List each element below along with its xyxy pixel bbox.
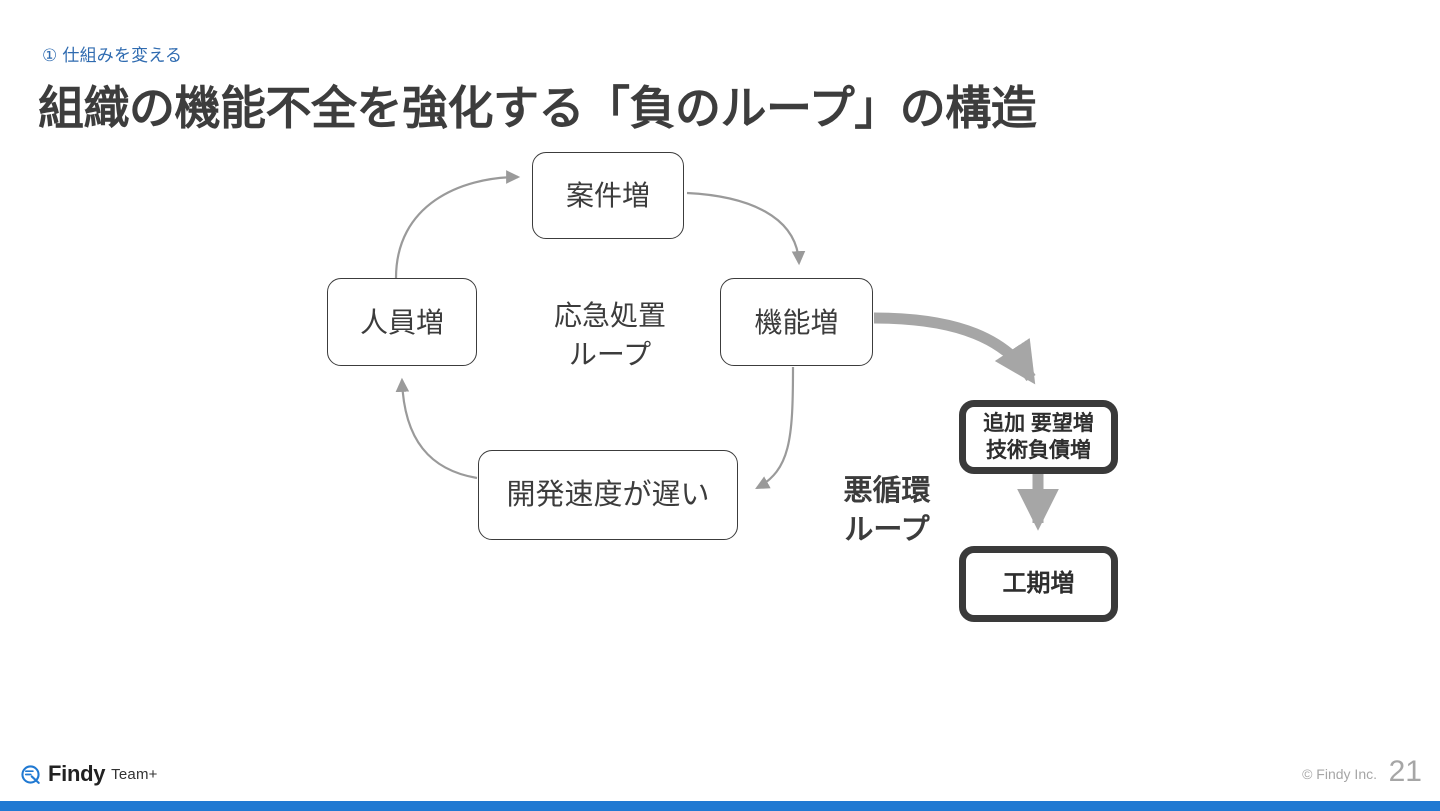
center-loop-caption-line1: 応急処置 [553,300,666,331]
copyright-text: © Findy Inc. [1302,766,1377,782]
footer-accent-bar [0,801,1440,811]
page-title: 組織の機能不全を強化する「負のループ」の構造 [38,82,1037,134]
node-sokudo-label: 開発速度が遅い [506,478,710,511]
center-loop-caption: 応急処置 ループ [510,297,710,374]
brand-name: Findy [48,761,106,786]
node-schedule-increase[interactable]: 工期増 [959,546,1118,622]
causal-loop-diagram: 案件増 人員増 機能増 開発速度が遅い 応急処置 ループ 悪循環 ループ 追加 … [327,152,1118,622]
node-anken[interactable]: 案件増 [532,152,684,239]
node-additional-requests-line1: 追加 要望増 [983,411,1094,435]
node-anken-label: 案件増 [565,180,650,211]
edge-anken-to-kinou [686,191,806,266]
brand-logo: Findy Team+ [20,760,158,788]
edge-kinou-to-sokudo [755,366,795,490]
node-additional-requests-line2: 技術負債増 [986,439,1091,462]
node-sokudo[interactable]: 開発速度が遅い [478,450,738,540]
node-additional-requests[interactable]: 追加 要望増 技術負債増 [959,400,1118,474]
diagram-arrow-layer [394,170,1059,531]
node-kinou-label: 機能増 [754,306,839,338]
vicious-loop-caption: 悪循環 ループ [812,472,962,551]
edge-sokudo-to-jinin [395,377,478,480]
node-jinin[interactable]: 人員増 [327,278,477,366]
brand-suffix: Team+ [111,765,158,783]
node-schedule-increase-label: 工期増 [1002,570,1075,598]
slide-footer: Findy Team+ © Findy Inc. 21 [0,752,1440,804]
vicious-loop-caption-line1: 悪循環 [843,475,931,507]
center-loop-caption-line2: ループ [568,338,652,370]
findy-logo-icon [21,764,40,784]
edge-jinin-to-anken [394,170,521,279]
edge-kinou-to-youbou [873,312,1036,385]
page-number: 21 [1388,755,1422,788]
vicious-loop-caption-line2: ループ [844,514,930,547]
node-kinou[interactable]: 機能増 [720,278,873,366]
slide-eyebrow: ① 仕組みを変える [42,46,183,65]
node-jinin-label: 人員増 [359,306,444,338]
